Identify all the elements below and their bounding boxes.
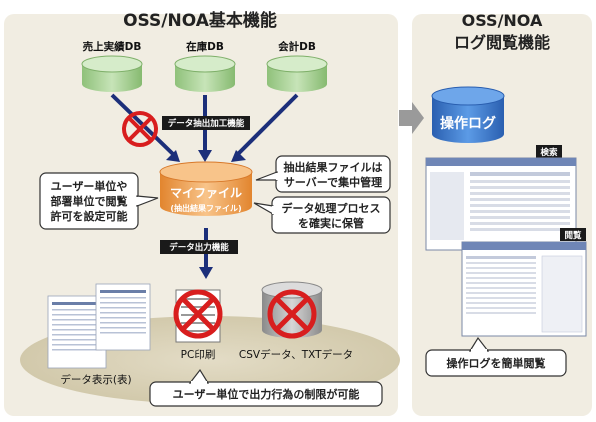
output-label-csv: CSVデータ、TXTデータ	[239, 348, 353, 361]
callout-bottom-text: ユーザー単位で出力行為の制限が可能	[173, 387, 360, 401]
callout-left-line1: ユーザー単位や	[51, 179, 128, 193]
callout-left-box	[39, 172, 159, 230]
db-accounting-icon	[266, 55, 328, 92]
db-label-sales: 売上実績DB	[83, 40, 142, 53]
panel-connector-arrow	[399, 102, 424, 134]
callout-right-top-box	[255, 155, 391, 193]
callout-left-line3: 許可を設定可能	[51, 209, 128, 223]
screen-search-header	[536, 145, 562, 158]
callout-right-top-line1: 抽出結果ファイルは	[284, 160, 383, 174]
operation-log-db-icon	[431, 86, 505, 143]
operation-log-db-label: 操作ログ	[440, 115, 496, 132]
screen-view-label: 閲覧	[564, 230, 582, 241]
prohibited-icon-print	[173, 289, 223, 339]
extract-label: データ抽出加工機能	[168, 118, 245, 129]
db-label-inventory: 在庫DB	[186, 40, 224, 53]
callout-left-line2: 部署単位で閲覧	[51, 194, 128, 208]
db-inventory-icon	[174, 55, 236, 92]
left-panel-title: OSS/NOA基本機能	[123, 10, 277, 31]
callout-log-text: 操作ログを簡単閲覧	[447, 356, 546, 370]
view-screen-thumbnail	[461, 241, 587, 337]
callout-right-bottom-box	[253, 196, 391, 234]
db-label-accounting: 会計DB	[278, 40, 316, 53]
right-panel-title-line1: OSS/NOA	[462, 11, 543, 30]
callout-right-top-line2: サーバーで集中管理	[284, 175, 382, 189]
screen-view-header	[560, 228, 586, 241]
myfile-subtitle: (抽出結果ファイル)	[170, 203, 241, 213]
prohibited-icon-csv	[267, 289, 317, 339]
output-label-pc-print: PC印刷	[181, 348, 216, 361]
callout-right-bottom-line1: データ処理プロセス	[282, 201, 381, 215]
arrow-accounting-to-myfile	[231, 93, 299, 162]
output-label: データ出力機能	[169, 242, 229, 253]
callout-log-box	[425, 336, 567, 377]
callout-bottom-box	[149, 368, 383, 407]
output-label-bar	[160, 240, 238, 254]
extract-label-bar	[162, 116, 250, 130]
output-label-table-view: データ表示(表)	[60, 373, 131, 386]
report-document-icon	[47, 283, 151, 369]
search-screen-thumbnail	[425, 157, 577, 251]
right-panel-title-line2: ログ閲覧機能	[454, 33, 550, 52]
prohibited-icon-access	[122, 111, 158, 147]
db-sales-icon	[81, 55, 143, 92]
myfile-title: マイファイル	[170, 186, 242, 200]
myfile-icon	[159, 161, 253, 216]
screen-search-label: 検索	[540, 147, 558, 158]
callout-right-bottom-line2: を確実に保管	[298, 216, 364, 230]
